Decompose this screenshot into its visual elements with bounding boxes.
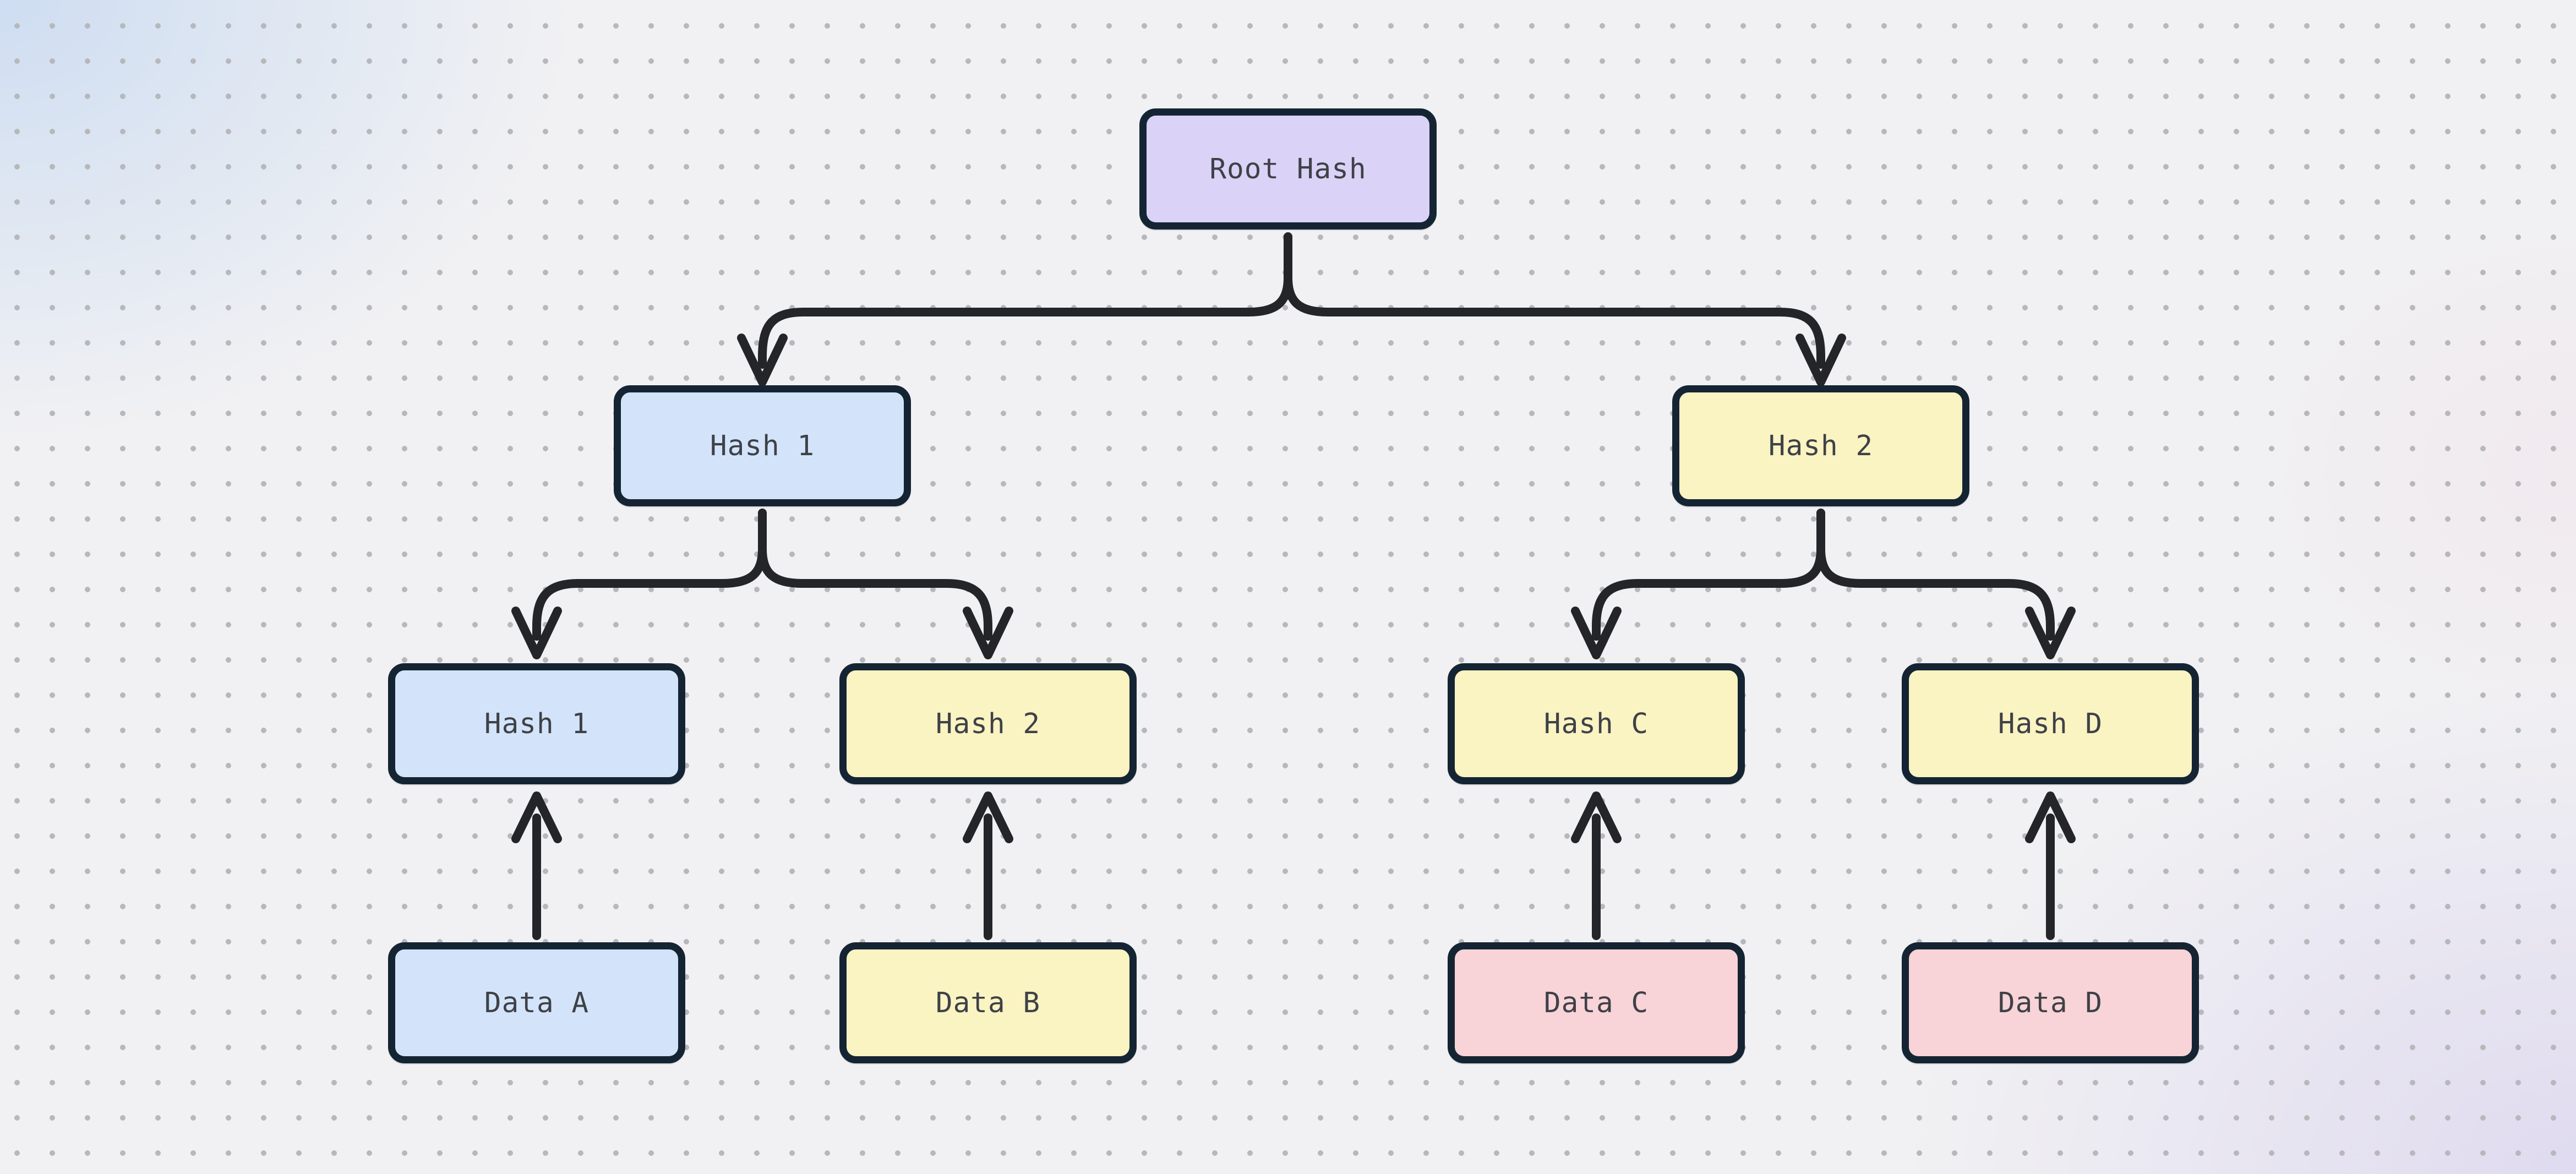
node-label: Hash 1 xyxy=(484,707,590,740)
node-hash2-level2[interactable]: Hash 2 xyxy=(1672,385,1969,506)
node-label: Hash 2 xyxy=(1768,429,1874,462)
arrow-dataD-to-hashD[interactable] xyxy=(2025,791,2076,940)
node-hash2-level3[interactable]: Hash 2 xyxy=(839,663,1137,784)
node-dataD[interactable]: Data D xyxy=(1902,942,2199,1063)
node-label: Data B xyxy=(935,986,1041,1019)
node-label: Hash D xyxy=(1998,707,2103,740)
node-dataB[interactable]: Data B xyxy=(839,942,1137,1063)
node-hashD[interactable]: Hash D xyxy=(1902,663,2199,784)
arrow-hash1-to-hash2[interactable] xyxy=(758,509,1013,659)
arrow-hash1-to-hash1[interactable] xyxy=(511,509,767,659)
arrow-dataA-to-hash1[interactable] xyxy=(511,791,562,940)
node-dataC[interactable]: Data C xyxy=(1448,942,1745,1063)
node-hash1-level2[interactable]: Hash 1 xyxy=(614,385,911,506)
node-label: Hash C xyxy=(1543,707,1649,740)
node-hashC[interactable]: Hash C xyxy=(1448,663,1745,784)
arrow-root-to-hash2[interactable] xyxy=(1284,232,1846,386)
node-label: Hash 1 xyxy=(710,429,815,462)
node-label: Root Hash xyxy=(1209,152,1367,185)
node-dataA[interactable]: Data A xyxy=(388,942,685,1063)
node-label: Data C xyxy=(1543,986,1649,1019)
arrow-dataC-to-hashC[interactable] xyxy=(1571,791,1622,940)
node-label: Hash 2 xyxy=(935,707,1041,740)
node-hash1-level3[interactable]: Hash 1 xyxy=(388,663,685,784)
arrow-hash2-to-hashC[interactable] xyxy=(1571,509,1825,659)
arrow-root-to-hash1[interactable] xyxy=(737,232,1292,386)
node-root-hash[interactable]: Root Hash xyxy=(1139,108,1437,230)
arrow-hash2-to-hashD[interactable] xyxy=(1816,509,2076,659)
node-label: Data A xyxy=(484,986,590,1019)
arrow-dataB-to-hash2[interactable] xyxy=(963,791,1013,940)
node-label: Data D xyxy=(1998,986,2103,1019)
